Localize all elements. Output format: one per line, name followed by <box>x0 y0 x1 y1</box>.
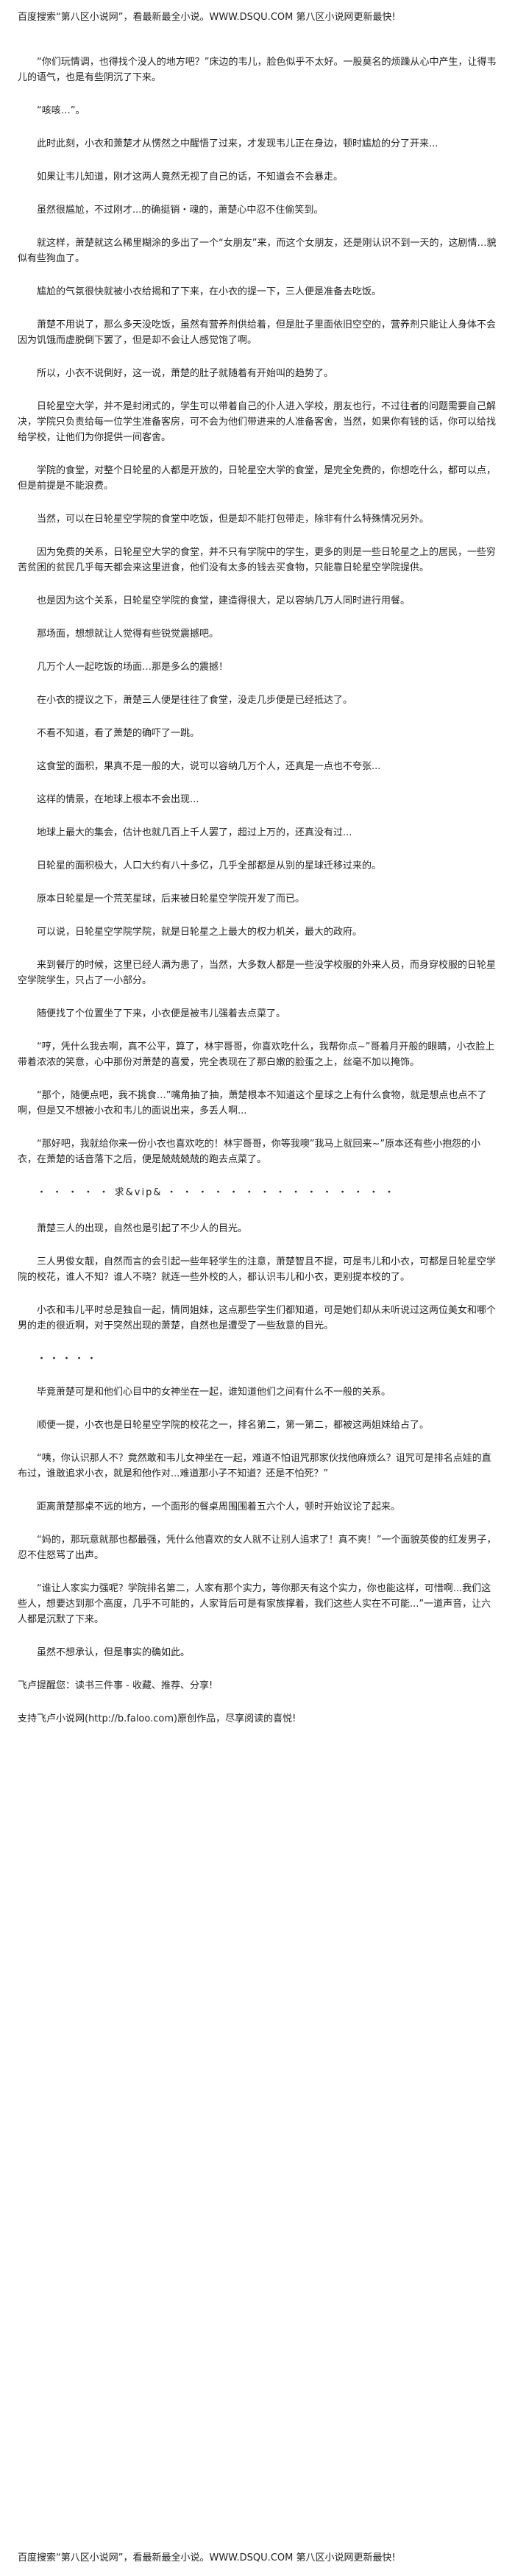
paragraph: 萧楚不用说了，那么多天没吃饭，虽然有营养剂供给着，但是肚子里面依旧空空的，营养剂… <box>18 319 497 346</box>
paragraph: 此时此刻，小衣和萧楚才从愣然之中醒悟了过来，才发现韦儿正在身边，顿时尴尬的分了开… <box>37 138 438 149</box>
paragraph: 在小衣的提议之下，萧楚三人便是往往了食堂，没走几步便是已经抵达了。 <box>37 695 353 706</box>
paragraph: 几万个人一起吃饭的场面…那是多么的震撼！ <box>37 662 229 673</box>
paragraph: 学院的食堂，对整个日轮星的人都是开放的，日轮星空大学的食堂，是完全免费的，你想吃… <box>18 465 497 492</box>
paragraph: 那场面，想想就让人觉得有些锐觉震撼吧。 <box>37 629 219 640</box>
dots-separator: ・・・・・ <box>37 1354 100 1365</box>
paragraph: 就这样，萧楚就这么稀里糊涂的多出了一个“女朋友”来，而这个女朋友，还是刚认识不到… <box>18 238 497 264</box>
paragraph: 日轮星空大学，并不是封闭式的，学生可以带着自己的仆人进入学校，朋友也行，不过往者… <box>18 401 497 443</box>
paragraph: 小衣和韦儿平时总是独自一起，情同姐妹，这点那些学生们都知道，可是她们却从未听说过… <box>18 1305 497 1331</box>
paragraph: “咦，你认识那人不？竟然敢和韦儿女神坐在一起，难道不怕诅咒那家伙找他麻烦么？诅咒… <box>18 1453 491 1479</box>
paragraph: 随便找了个位置坐了下来，小衣便是被韦儿强着去点菜了。 <box>37 1008 286 1019</box>
paragraph: 因为免费的关系，日轮星空大学的食堂，并不只有学院中的学生，更多的则是一些日轮星之… <box>18 547 497 573</box>
paragraph: 也是因为这个关系，日轮星空学院的食堂，建造得很大，足以容纳几万人同时进行用餐。 <box>37 595 411 606</box>
paragraph: 距离萧楚那桌不远的地方，一个面形的餐桌周围围着五六个人，顿时开始议论了起来。 <box>37 1501 401 1512</box>
top-banner: 百度搜索“第八区小说网”，看最新最全小说。WWW.DSQU.COM 第八区小说网… <box>18 12 396 23</box>
paragraph: 这食堂的面积，果真不是一般的大，说可以容纳几万个人，还真是一点也不夸张... <box>37 761 381 772</box>
paragraph: 虽然很尴尬，不过刚才...的确挺销・魂的，萧楚心中忍不住偷笑到。 <box>37 205 324 216</box>
paragraph: “你们玩情调，也得找个没人的地方吧？”床边的韦儿，脸色似乎不太好。一股莫名的烦躁… <box>18 57 497 83</box>
paragraph: “那个，随便点吧，我不挑食…”嘴角抽了抽，萧楚根本不知道这个星球之上有什么食物，… <box>18 1090 487 1117</box>
reading-prompt: 飞卢提醒您：读书三件事 - 收藏、推荐、分享! <box>18 1680 213 1691</box>
paragraph: “那好吧，我就给你来一份小衣也喜欢吃的！林宇哥哥，你等我噢”我马上就回来~”原本… <box>18 1139 481 1165</box>
section-separator: ・ ・ ・ ・ ・ 求&vip& ・ ・ ・ ・ ・ ・ ・ ・ ・ ・ ・ ・… <box>37 1187 396 1198</box>
bottom-banner: 百度搜索“第八区小说网”，看最新最全小说。WWW.DSQU.COM 第八区小说网… <box>18 2552 396 2563</box>
paragraph: “妈的，那玩意就那也都最强，凭什么他喜欢的女人就不让别人追求了！真不爽！”一个面… <box>18 1535 497 1561</box>
paragraph: 不看不知道，看了萧楚的确吓了一跳。 <box>37 728 200 739</box>
paragraph: 虽然不想承认，但是事实的确如此。 <box>37 1647 191 1658</box>
paragraph: 来到餐厅的时候，这里已经人满为患了，当然，大多数人都是一些没学校服的外来人员，而… <box>18 960 497 986</box>
paragraph: 毕竟萧楚可是和他们心目中的女神坐在一起，谁知道他们之间有什么不一般的关系。 <box>37 1387 391 1398</box>
paragraph: 顺便一提，小衣也是日轮星空学院的校花之一，排名第二，第一第二，都被这两姐妹给占了… <box>37 1420 430 1431</box>
paragraph: 所以，小衣不说倒好，这一说，萧楚的肚子就随着有开始叫的趋势了。 <box>37 368 334 379</box>
paragraph: 三人男俊女靓，自然而言的会引起一些年轻学生的注意，萧楚智且不提，可是韦儿和小衣，… <box>18 1256 497 1283</box>
paragraph: 当然，可以在日轮星空学院的食堂中吃饭，但是却不能打包带走，除非有什么特殊情况另外… <box>37 514 430 525</box>
paragraph: 原本日轮星是一个荒芜星球，后来被日轮星空学院开发了而已。 <box>37 894 305 905</box>
paragraph: “咳咳…”。 <box>37 105 85 116</box>
paragraph: “谁让人家实力强呢？学院排名第二，人家有那个实力，等你那天有这个实力，你也能这样… <box>18 1583 491 1625</box>
paragraph: “哼，凭什么我去啊，真不公平，算了，林宇哥哥，你喜欢吃什么，我帮你点~”哥着月开… <box>18 1041 495 1068</box>
paragraph: 可以说，日轮星空学院学院，就是日轮星之上最大的权力机关，最大的政府。 <box>37 927 363 938</box>
paragraph: 日轮星的面积极大，人口大约有八十多亿，几乎全部都是从别的星球迁移过来的。 <box>37 860 382 871</box>
paragraph: 尴尬的气氛很快就被小衣给揭和了下来，在小衣的提一下，三人便是准备去吃饭。 <box>37 286 382 297</box>
paragraph: 地球上最大的集会，估计也就几百上千人罢了，超过上万的，还真没有过... <box>37 827 352 838</box>
paragraph: 这样的情景，在地球上根本不会出现... <box>37 794 199 805</box>
paragraph: 如果让韦儿知道，刚才这两人竟然无视了自己的话，不知道会不会暴走。 <box>37 171 344 183</box>
support-link[interactable]: 支持飞卢小说网(http://b.faloo.com)原创作品，尽享阅读的喜悦! <box>18 1713 296 1724</box>
paragraph: 萧楚三人的出现，自然也是引起了不少人的目光。 <box>37 1223 248 1234</box>
